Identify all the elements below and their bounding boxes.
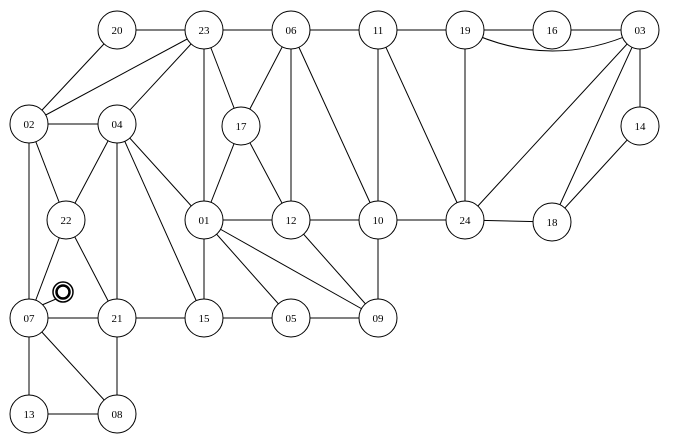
edge-04-01 [116,123,205,221]
node-06[interactable]: 06 [271,10,311,50]
node-circle [445,10,485,50]
node-circle [184,10,224,50]
node-01[interactable]: 01 [184,200,224,240]
node-circle [271,200,311,240]
edge-11-24 [377,29,466,221]
node-circle [97,394,137,434]
node-label: 13 [24,409,36,421]
node-label: 17 [236,121,248,133]
edge-14-18 [551,125,641,223]
node-10[interactable]: 10 [358,200,398,240]
node-23[interactable]: 23 [184,10,224,50]
node-label: 06 [286,25,298,37]
node-07[interactable]: 07 [9,298,49,338]
node-label: 14 [635,121,647,133]
edge-01-05 [203,219,292,319]
node-17[interactable]: 17 [221,106,261,146]
edge-19-03 [464,29,641,52]
node-label: 07 [24,313,36,325]
node-24[interactable]: 24 [445,200,485,240]
node-label: 16 [547,25,559,37]
node-label: 15 [199,313,211,325]
node-circle [97,10,137,50]
node-03[interactable]: 03 [620,10,660,50]
node-label: 09 [373,313,385,325]
node-label: 02 [24,119,35,131]
node-circle [46,200,86,240]
node-label: 12 [286,215,297,227]
edge-12-09 [290,219,379,319]
node-circle [221,106,261,146]
node-22[interactable]: 22 [46,200,86,240]
node-circle [184,200,224,240]
edge-23-04 [116,29,205,125]
edge-06-10 [290,29,379,221]
ring-outer [52,281,74,303]
node-label: 05 [286,313,298,325]
node-label: 23 [199,25,211,37]
node-circle [9,104,49,144]
node-circle [532,10,572,50]
node-circle [445,200,485,240]
node-02[interactable]: 02 [9,104,49,144]
nodes-layer: 20 23 06 11 19 16 03 02 04 17 14 22 01 12 10 24 18 07 21 15… [9,10,660,434]
ring-marker[interactable] [52,281,74,303]
node-label: 24 [460,215,472,227]
edge-23-02 [28,29,205,125]
ring-inner [55,284,71,300]
node-label: 03 [635,25,647,37]
node-16[interactable]: 16 [532,10,572,50]
node-circle [358,10,398,50]
node-08[interactable]: 08 [97,394,137,434]
node-19[interactable]: 19 [445,10,485,50]
node-circle [271,298,311,338]
node-circle [9,394,49,434]
node-label: 08 [112,409,124,421]
node-circle [271,10,311,50]
node-label: 22 [61,215,72,227]
node-20[interactable]: 20 [97,10,137,50]
node-circle [184,298,224,338]
node-14[interactable]: 14 [620,106,660,146]
node-circle [97,298,137,338]
node-circle [532,202,572,242]
edge-03-24 [464,29,641,221]
node-circle [9,298,49,338]
node-09[interactable]: 09 [358,298,398,338]
marker-layer [41,281,74,306]
edge-03-18 [551,29,641,223]
node-circle [620,106,660,146]
edge-01-09 [203,219,379,319]
node-21[interactable]: 21 [97,298,137,338]
node-label: 20 [112,25,124,37]
node-label: 11 [373,25,384,37]
node-circle [358,200,398,240]
edge-04-15 [116,123,205,319]
node-label: 21 [112,313,123,325]
node-circle [358,298,398,338]
node-label: 10 [373,215,385,227]
node-11[interactable]: 11 [358,10,398,50]
node-05[interactable]: 05 [271,298,311,338]
node-circle [97,104,137,144]
node-label: 01 [199,215,210,227]
edge-07-08 [28,317,118,415]
edge-20-02 [28,29,118,125]
node-label: 19 [460,25,472,37]
node-04[interactable]: 04 [97,104,137,144]
node-label: 18 [547,217,559,229]
node-13[interactable]: 13 [9,394,49,434]
marker-link [41,298,57,306]
node-18[interactable]: 18 [532,202,572,242]
node-15[interactable]: 15 [184,298,224,338]
node-label: 04 [112,119,124,131]
node-12[interactable]: 12 [271,200,311,240]
node-circle [620,10,660,50]
